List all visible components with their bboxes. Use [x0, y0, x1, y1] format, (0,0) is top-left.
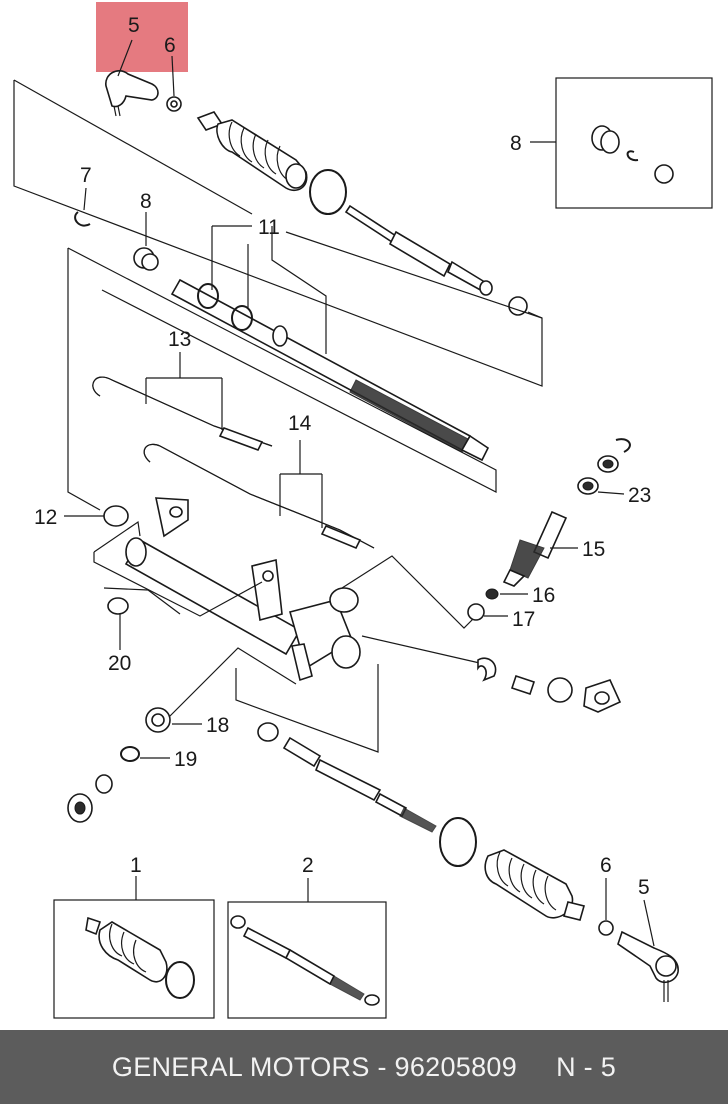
callout-16: 16 — [532, 584, 555, 607]
inner-tie-rod-top — [344, 204, 528, 316]
boot-bottom — [484, 849, 585, 921]
steering-gear-exploded-diagram: 5 6 7 8 8 11 13 14 12 23 15 16 17 20 18 … — [13, 2, 713, 1019]
callout-1: 1 — [130, 854, 142, 877]
callout-2: 2 — [302, 854, 314, 877]
footer-page-text: N - 5 — [556, 1051, 617, 1082]
snap-ring-7 — [74, 187, 91, 227]
detail-box-1 — [53, 876, 215, 1019]
pipe-14 — [143, 440, 375, 550]
inner-tie-rod-bottom — [257, 722, 477, 867]
pinion-assembly — [467, 438, 631, 621]
nut-top — [166, 55, 182, 112]
boot-top — [196, 111, 347, 215]
callout-5-top: 5 — [128, 14, 140, 37]
bushing-8-left — [133, 212, 159, 271]
callout-5-bottom: 5 — [638, 876, 650, 899]
callout-18: 18 — [206, 714, 229, 737]
callout-20: 20 — [108, 652, 131, 675]
footer-spacer — [517, 1052, 556, 1083]
callout-6-top: 6 — [164, 34, 176, 57]
footer-part-text: GENERAL MOTORS - 96205809 — [111, 1051, 518, 1082]
callout-8-left: 8 — [140, 190, 152, 213]
tie-rod-end-top — [105, 39, 159, 117]
callout-13: 13 — [168, 328, 191, 351]
detail-box-8 — [530, 77, 713, 209]
detail-box-2 — [227, 878, 387, 1019]
callout-14: 14 — [288, 412, 312, 435]
callout-8-box: 8 — [510, 132, 522, 155]
yoke-assembly — [477, 657, 622, 713]
callout-15: 15 — [582, 538, 605, 561]
callout-17: 17 — [512, 608, 535, 631]
footer-bar: GENERAL MOTORS - 96205809 N - 5 — [0, 1030, 728, 1104]
bushing-12 — [64, 505, 129, 527]
gear-housing — [124, 497, 361, 682]
ring-19 — [120, 746, 170, 762]
tie-rod-end-bottom — [617, 899, 679, 1002]
rack-bar — [170, 278, 490, 462]
callout-23: 23 — [628, 484, 651, 507]
nut-bottom — [598, 878, 614, 936]
pipe-13 — [92, 352, 273, 451]
callout-12: 12 — [34, 506, 57, 529]
fitting-20 — [107, 597, 129, 650]
end-bushings — [67, 774, 113, 823]
callout-7: 7 — [80, 164, 92, 187]
seal-18 — [145, 707, 202, 733]
callout-6-bottom: 6 — [600, 854, 612, 877]
callout-19: 19 — [174, 748, 197, 771]
callout-11: 11 — [258, 216, 280, 239]
